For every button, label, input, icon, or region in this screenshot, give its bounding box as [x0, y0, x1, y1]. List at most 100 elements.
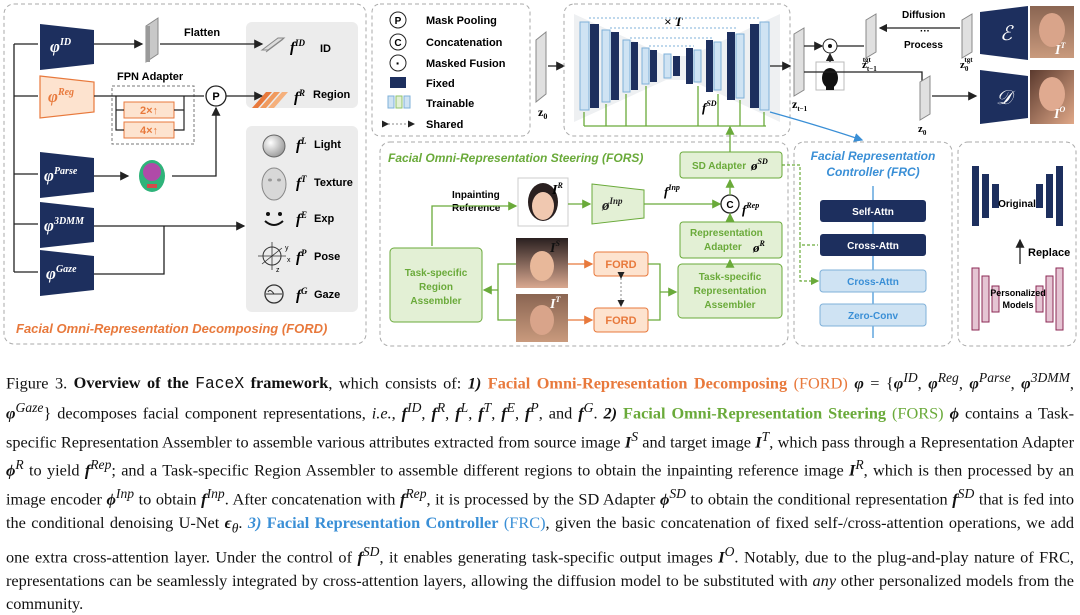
replace-label: Replace: [1028, 247, 1070, 259]
unet-skip-connections: [589, 17, 760, 47]
masked-fusion-dot: [828, 44, 832, 48]
region-to-inpaint-line: [431, 201, 518, 246]
svg-text:Models: Models: [1002, 300, 1033, 310]
ford-block-2: FORD: [593, 307, 649, 333]
ford-block-1: FORD: [593, 251, 649, 277]
svg-text:fL: fL: [296, 136, 307, 154]
svg-text:·: ·: [396, 55, 401, 71]
svg-text:fR: fR: [294, 88, 305, 106]
image-encoder-phi-inp: øInp: [591, 183, 645, 225]
ford-input-bus: [13, 43, 38, 273]
output-f-pose: y x z fP Pose: [258, 242, 340, 274]
svg-text:fID: fID: [290, 38, 306, 56]
fpn-up4-label: 4×↑: [140, 125, 158, 137]
svg-text:IO: IO: [1053, 105, 1065, 122]
fsd-to-frc-dashed: [782, 164, 818, 281]
diffusion-dots: ···: [920, 26, 930, 37]
svg-text:fT: fT: [296, 174, 307, 192]
z0-tgt-bar: [961, 13, 973, 59]
svg-text:Trainable: Trainable: [426, 98, 474, 110]
frc-self-attn: Self-Attn: [820, 200, 926, 222]
svg-text:Region: Region: [419, 282, 453, 293]
svg-text:FORD: FORD: [605, 315, 636, 327]
flatten-label: Flatten: [184, 27, 220, 39]
svg-text:Original: Original: [998, 199, 1036, 210]
frc-zero-conv: Zero-Conv: [819, 303, 927, 327]
svg-text:IT: IT: [1054, 41, 1066, 58]
ford-panel: [3, 3, 367, 345]
svg-text:Personalized: Personalized: [990, 288, 1046, 298]
unet-fsd-label: fSD: [702, 99, 717, 115]
representation-adapter: Representation Adapter øR: [679, 221, 783, 259]
fpn-up2-label: 2×↑: [140, 105, 158, 117]
target-image-it-fors: IT: [516, 294, 568, 342]
fpn-adapter-label: FPN Adapter: [117, 71, 184, 83]
flatten-block: [145, 17, 159, 63]
gaze-arrow: [94, 226, 165, 275]
svg-text:Concatenation: Concatenation: [426, 37, 503, 49]
source-image-is: IS: [516, 238, 568, 288]
task-specific-representation-assembler: Task-specific Representation Assembler: [677, 263, 783, 319]
inpainting-reference-image-ir: IR: [517, 177, 569, 227]
output-f-region: fR Region: [252, 88, 351, 108]
caption-frc-name: Facial Representation Controller: [266, 513, 499, 533]
concat-node-label: C: [726, 200, 733, 211]
frc-title-1: Facial Representation: [811, 149, 936, 163]
legend-masked-fusion: · Masked Fusion: [389, 54, 506, 72]
zt1-tgt-bar: [865, 13, 877, 59]
svg-text:Exp: Exp: [314, 213, 334, 225]
svg-text:Fixed: Fixed: [426, 78, 455, 90]
caption-bold-title: Overview of the FaceX framework: [73, 373, 329, 394]
vae-encoder: ℰ: [980, 6, 1028, 60]
process-label: Process: [904, 40, 943, 51]
legend-concatenation: C Concatenation: [389, 33, 503, 51]
unet-to-frc-link: [769, 111, 864, 142]
svg-text:φID: φID: [50, 37, 71, 56]
z0-tgt-label: z0tgt: [960, 56, 973, 73]
parse-face-thumbnail: [132, 158, 172, 196]
fpn-wires: [94, 95, 204, 131]
fusion-mask-thumbnail: [815, 61, 845, 91]
svg-text:Masked Fusion: Masked Fusion: [426, 58, 506, 70]
output-f-id: fID ID: [260, 37, 331, 56]
svg-text:ℰ: ℰ: [1000, 23, 1014, 45]
svg-text:Shared: Shared: [426, 119, 463, 131]
svg-text:IT: IT: [549, 295, 561, 312]
svg-text:Assembler: Assembler: [704, 300, 755, 311]
svg-text:fP: fP: [296, 248, 307, 266]
svg-text:Cross-Attn: Cross-Attn: [847, 241, 899, 252]
svg-text:Task-specific: Task-specific: [699, 272, 762, 283]
figure-caption: Figure 3. Overview of the FaceX framewor…: [6, 370, 1075, 614]
output-f-texture: fT Texture: [261, 167, 353, 201]
legend-mask-pooling: P Mask Pooling: [389, 11, 497, 29]
task-specific-region-assembler: Task-specific Region Assembler: [389, 247, 483, 323]
svg-text:Adapter: Adapter: [704, 242, 742, 253]
f-rep-label: fRep: [742, 201, 759, 217]
svg-text:Texture: Texture: [314, 177, 353, 189]
ford-panel-title: Facial Omni-Representation Decomposing (…: [16, 321, 327, 336]
personalized-models-icon: Personalized Models: [971, 267, 1064, 331]
encoder-phi-gaze: φGaze: [40, 250, 94, 296]
svg-text:Representation: Representation: [690, 228, 763, 239]
encoder-phi-reg: φReg: [39, 75, 95, 119]
legend-panel: [371, 3, 531, 137]
svg-text:Cross-Attn: Cross-Attn: [847, 277, 899, 288]
svg-text:P: P: [395, 16, 402, 27]
frc-panel: [793, 141, 953, 347]
original-unet-icon: Original: [972, 166, 1063, 226]
svg-text:Zero-Conv: Zero-Conv: [848, 311, 898, 322]
zt1-bar: [793, 27, 805, 97]
svg-text:Task-specific: Task-specific: [405, 268, 468, 279]
unet-blocks: [579, 21, 770, 111]
output-f-exp: fE Exp: [264, 210, 334, 228]
sd-adapter: SD Adapter øSD: [679, 151, 783, 179]
pose-axis-z: z: [276, 267, 280, 274]
svg-text:φGaze: φGaze: [46, 264, 77, 283]
output-f-light: fL Light: [262, 134, 341, 158]
fpn-adapter-box: [111, 85, 195, 145]
svg-text:Region: Region: [313, 89, 351, 101]
output-f-gaze: fG Gaze: [264, 284, 340, 304]
encoder-phi-parse: φParse: [40, 152, 94, 198]
z0-out-bar: [919, 75, 931, 121]
svg-text:øR: øR: [752, 239, 766, 255]
